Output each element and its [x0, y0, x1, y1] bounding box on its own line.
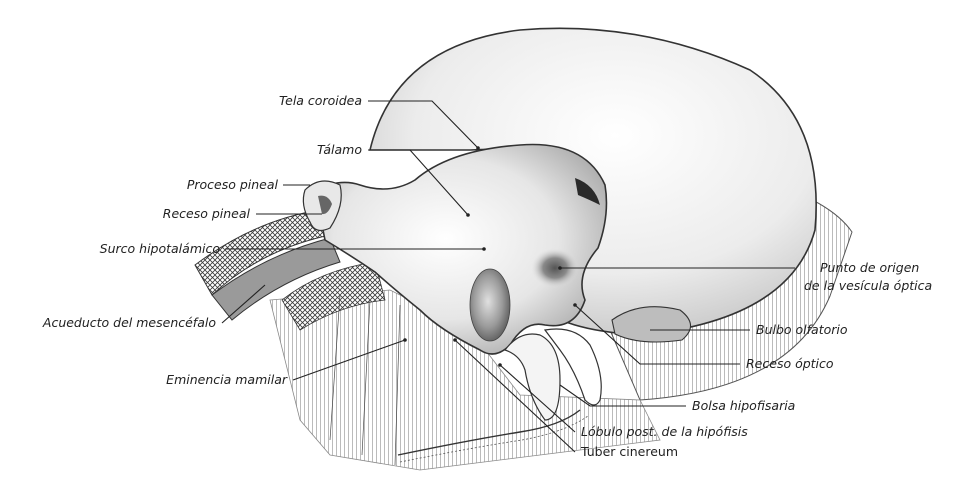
label-eminencia-mamilar: Eminencia mamilar	[166, 372, 288, 387]
dot-talamo	[466, 213, 470, 217]
dot-tuber	[453, 338, 457, 342]
label-surco-hipotalamico: Surco hipotalámico	[100, 241, 221, 256]
label-lobulo-post: Lóbulo post. de la hipófisis	[581, 424, 748, 439]
label-tuber-cinereum: Tuber cinereum	[580, 444, 678, 459]
dot-eminencia	[403, 338, 407, 342]
label-bolsa-hipofisaria: Bolsa hipofisaria	[692, 398, 795, 413]
label-acueducto: Acueducto del mesencéfalo	[42, 315, 216, 330]
label-receso-optico: Receso óptico	[746, 356, 834, 371]
dot-punto-origen	[558, 266, 562, 270]
label-bulbo-olfatorio: Bulbo olfatorio	[756, 322, 848, 337]
dot-tela-coroidea	[476, 146, 480, 150]
label-tela-coroidea: Tela coroidea	[279, 93, 362, 108]
dot-receso-optico	[573, 303, 577, 307]
label-talamo: Tálamo	[317, 142, 362, 157]
dot-surco	[482, 247, 486, 251]
label-punto-origen-1: Punto de origen	[820, 260, 919, 275]
label-punto-origen-2: de la vesícula óptica	[804, 278, 932, 293]
label-proceso-pineal: Proceso pineal	[187, 177, 279, 192]
dot-lobulo-post	[498, 363, 502, 367]
label-receso-pineal: Receso pineal	[163, 206, 251, 221]
